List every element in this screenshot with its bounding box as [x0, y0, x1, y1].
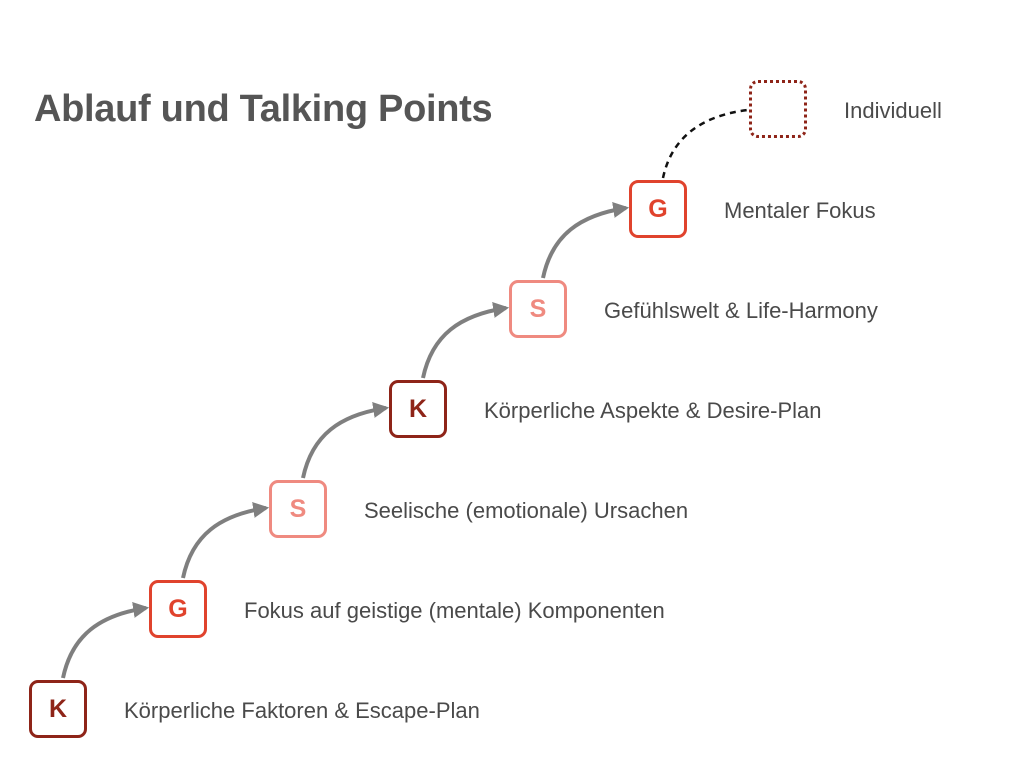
step-1-label: Körperliche Faktoren & Escape-Plan — [124, 698, 480, 723]
step-3-letter: S — [289, 494, 307, 523]
arrow-5 — [541, 202, 630, 279]
step-1-letter: K — [48, 694, 68, 723]
step-6-label: Mentaler Fokus — [724, 198, 876, 223]
step-2-label: Fokus auf geistige (mentale) Komponenten — [244, 598, 665, 623]
arrow-2 — [181, 502, 270, 579]
final-step-box — [749, 80, 807, 138]
step-4-label: Körperliche Aspekte & Desire-Plan — [484, 398, 822, 423]
step-6-box: G — [629, 180, 687, 238]
dashed-connector — [661, 108, 749, 179]
step-2-letter: G — [168, 594, 188, 623]
step-1-box: K — [29, 680, 87, 738]
final-step-label: Individuell — [844, 98, 942, 123]
step-6-letter: G — [648, 194, 668, 223]
step-3-box: S — [269, 480, 327, 538]
page-title: Ablauf und Talking Points — [34, 88, 493, 130]
arrow-1 — [61, 602, 150, 679]
step-5-label: Gefühlswelt & Life-Harmony — [604, 298, 878, 323]
step-4-box: K — [389, 380, 447, 438]
arrow-3 — [301, 402, 390, 479]
step-5-letter: S — [529, 294, 547, 323]
arrow-4 — [421, 302, 510, 379]
step-5-box: S — [509, 280, 567, 338]
step-4-letter: K — [408, 394, 428, 423]
step-3-label: Seelische (emotionale) Ursachen — [364, 498, 689, 523]
step-2-box: G — [149, 580, 207, 638]
